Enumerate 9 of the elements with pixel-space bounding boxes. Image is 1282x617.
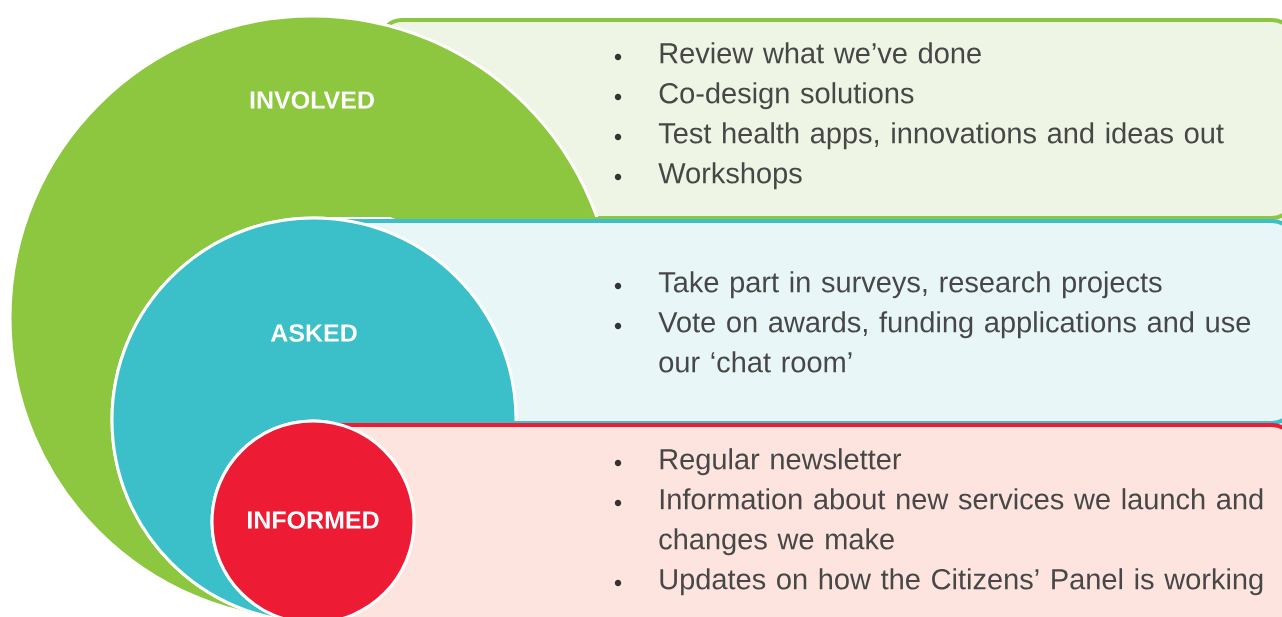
bullet-item: Vote on awards, funding applications and use our ‘chat room’ [614, 311, 1251, 373]
bullet-item: Information about new services we launch and changes we make [614, 488, 1263, 556]
bullet-item: Updates on how the Citizens’ Panel is working [614, 568, 1263, 596]
bullet-item: Regular newsletter [614, 448, 902, 476]
bullet-item: Test health apps, innovations and ideas out [614, 122, 1224, 150]
bullet-item: Co-design solutions [614, 82, 914, 110]
bullet-item: Workshops [614, 162, 802, 190]
bullet-item: Review what we’ve done [614, 42, 981, 64]
bullet-item: Take part in surveys, research projects [614, 271, 1162, 299]
